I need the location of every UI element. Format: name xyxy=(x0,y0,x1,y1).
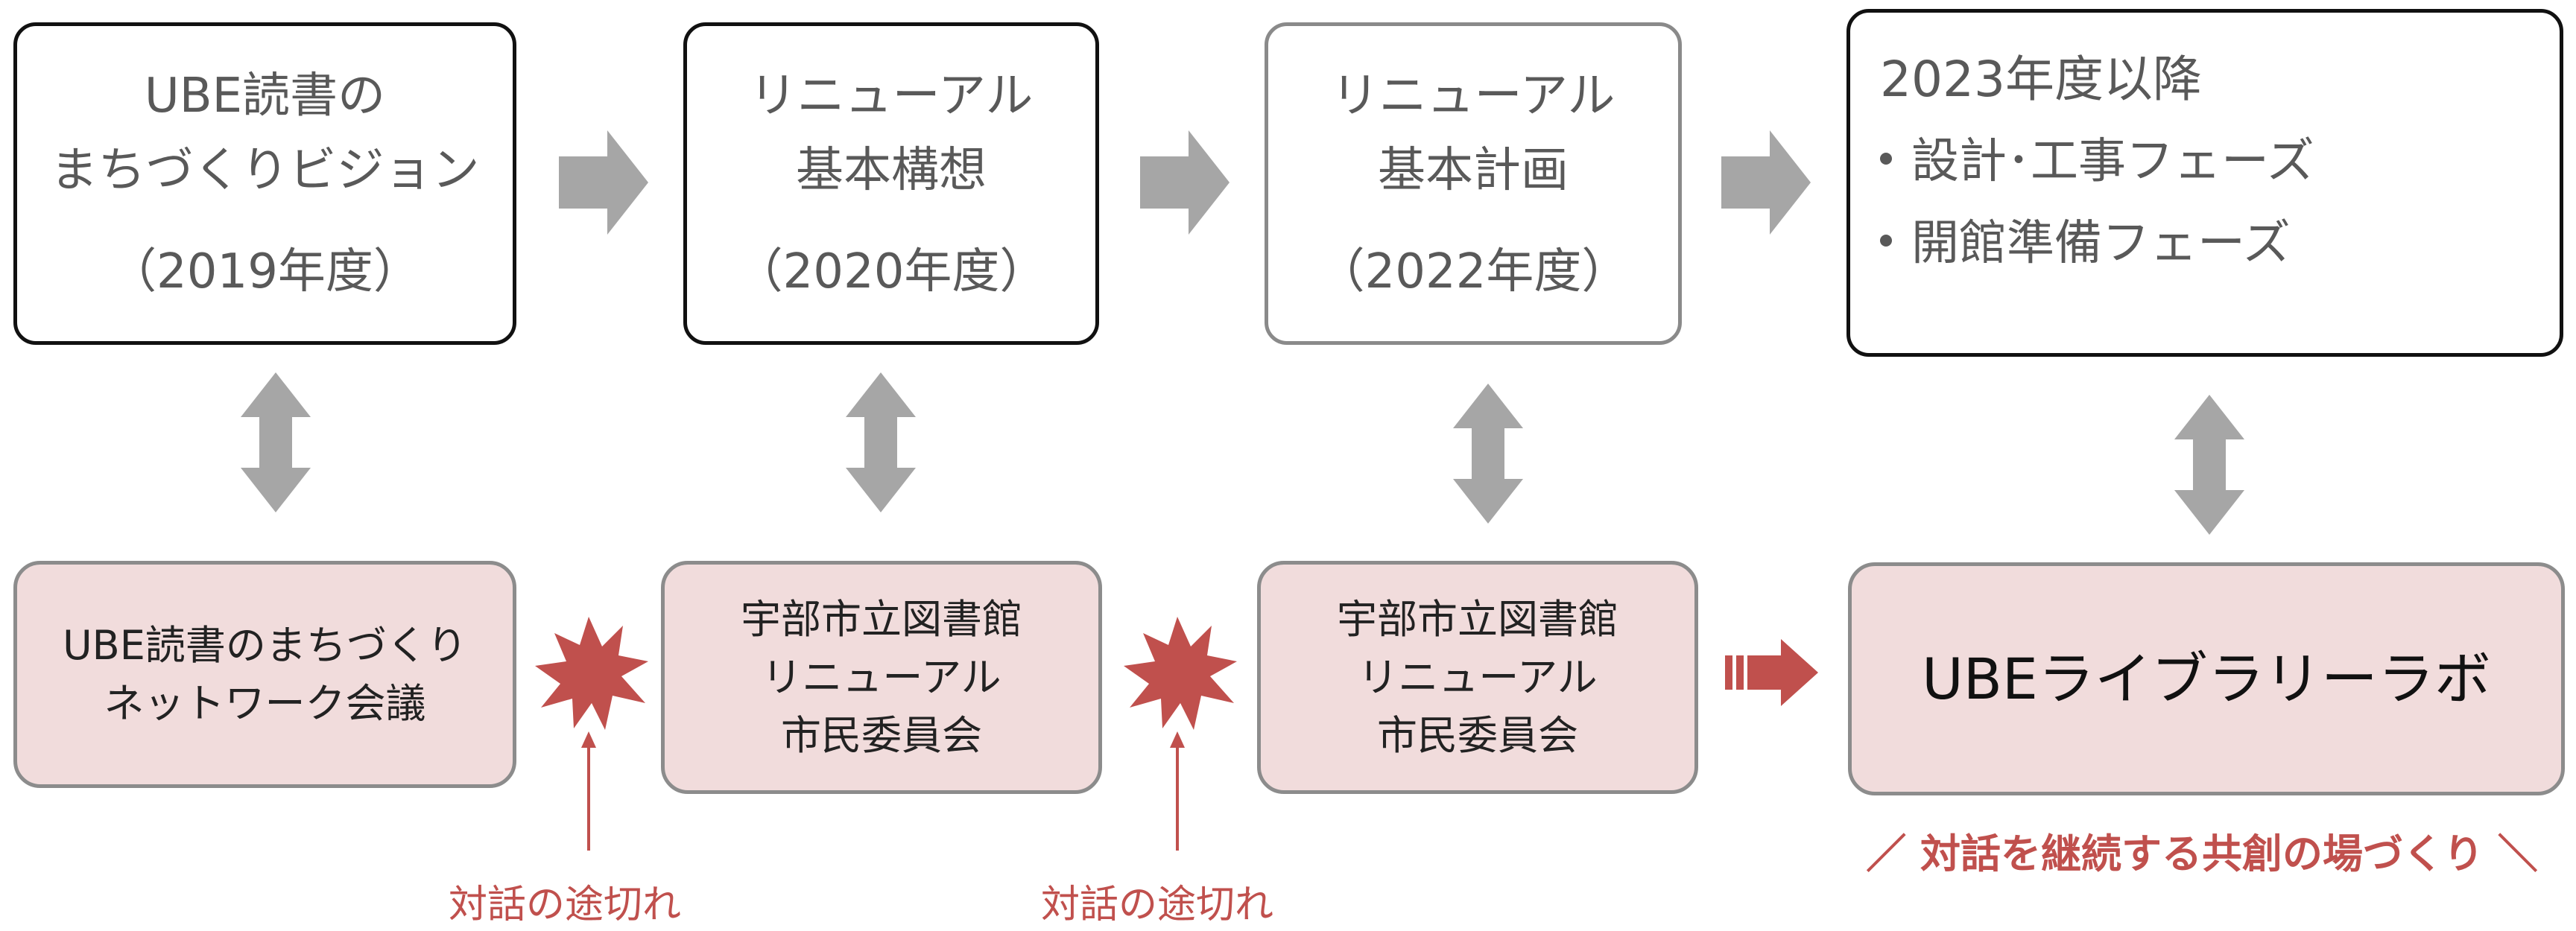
body-network-meeting-line-2: ネットワーク会議 xyxy=(104,679,426,727)
body-committee-2-line-3: 市民委員会 xyxy=(1377,711,1578,759)
bullet-icon xyxy=(1880,235,1892,247)
phase-vision-title-2: まちづくりビジョン xyxy=(50,142,480,198)
body-library-lab-label: UBEライブラリーラボ xyxy=(1922,645,2491,712)
tagline: ／ 対話を継続する共創の場づくり ＼ xyxy=(1866,830,2538,877)
double-arrow-icon xyxy=(241,372,311,512)
phase-future-item: 開館準備フェーズ xyxy=(1880,206,2291,281)
body-committee-2-line-2: リニューアル xyxy=(1358,653,1598,701)
body-committee-1-line-1: 宇部市立図書館 xyxy=(741,595,1022,643)
phase-vision-year: （2019年度） xyxy=(109,244,421,299)
body-committee-2-box: 宇部市立図書館 リニューアル 市民委員会 xyxy=(1257,561,1698,794)
phase-vision-title-1: UBE読書の xyxy=(144,68,386,124)
phase-concept-title-2: 基本構想 xyxy=(796,142,987,198)
body-library-lab-box: UBEライブラリーラボ xyxy=(1848,562,2565,795)
body-network-meeting-box: UBE読書のまちづくり ネットワーク会議 xyxy=(13,561,516,788)
right-arrow-icon xyxy=(1140,130,1230,235)
phase-future-box: 2023年度以降 設計･工事フェーズ 開館準備フェーズ xyxy=(1846,9,2563,357)
phase-future-item-label: 設計･工事フェーズ xyxy=(1911,134,2314,189)
phase-plan-title-1: リニューアル xyxy=(1331,68,1615,124)
phase-plan-box: リニューアル 基本計画 （2022年度） xyxy=(1265,22,1682,345)
dialogue-break-note-2: 対話の途切れ xyxy=(1041,883,1274,927)
phase-future-item-label: 開館準備フェーズ xyxy=(1911,216,2291,271)
dialogue-break-note-1: 対話の途切れ xyxy=(449,883,682,927)
body-committee-1-box: 宇部市立図書館 リニューアル 市民委員会 xyxy=(661,561,1102,794)
phase-future-item: 設計･工事フェーズ xyxy=(1880,124,2314,199)
phase-plan-title-2: 基本計画 xyxy=(1378,142,1569,198)
phase-vision-box: UBE読書の まちづくりビジョン （2019年度） xyxy=(13,22,516,345)
phase-plan-year: （2022年度） xyxy=(1317,244,1630,299)
right-arrow-icon xyxy=(1721,130,1811,235)
phase-concept-year: （2020年度） xyxy=(735,244,1048,299)
body-committee-1-line-3: 市民委員会 xyxy=(781,711,982,759)
phase-future-heading: 2023年度以降 xyxy=(1880,51,2202,108)
body-network-meeting-line-1: UBE読書のまちづくり xyxy=(63,621,467,669)
double-arrow-icon xyxy=(846,372,916,512)
phase-concept-title-1: リニューアル xyxy=(749,68,1034,124)
red-arrow-tail-icon xyxy=(1736,655,1744,690)
burst-icon xyxy=(535,617,648,730)
body-committee-1-line-2: リニューアル xyxy=(762,653,1001,701)
pointer-arrow-icon xyxy=(1170,731,1185,748)
burst-icon xyxy=(1124,617,1237,730)
red-arrow-tail-icon xyxy=(1725,655,1732,690)
red-arrow-icon xyxy=(1747,639,1818,706)
bullet-icon xyxy=(1880,153,1892,165)
right-arrow-icon xyxy=(559,130,648,235)
pointer-arrow-icon xyxy=(581,731,596,748)
double-arrow-icon xyxy=(1453,384,1523,524)
double-arrow-icon xyxy=(2174,395,2244,535)
body-committee-2-line-1: 宇部市立図書館 xyxy=(1337,595,1618,643)
phase-concept-box: リニューアル 基本構想 （2020年度） xyxy=(683,22,1099,345)
